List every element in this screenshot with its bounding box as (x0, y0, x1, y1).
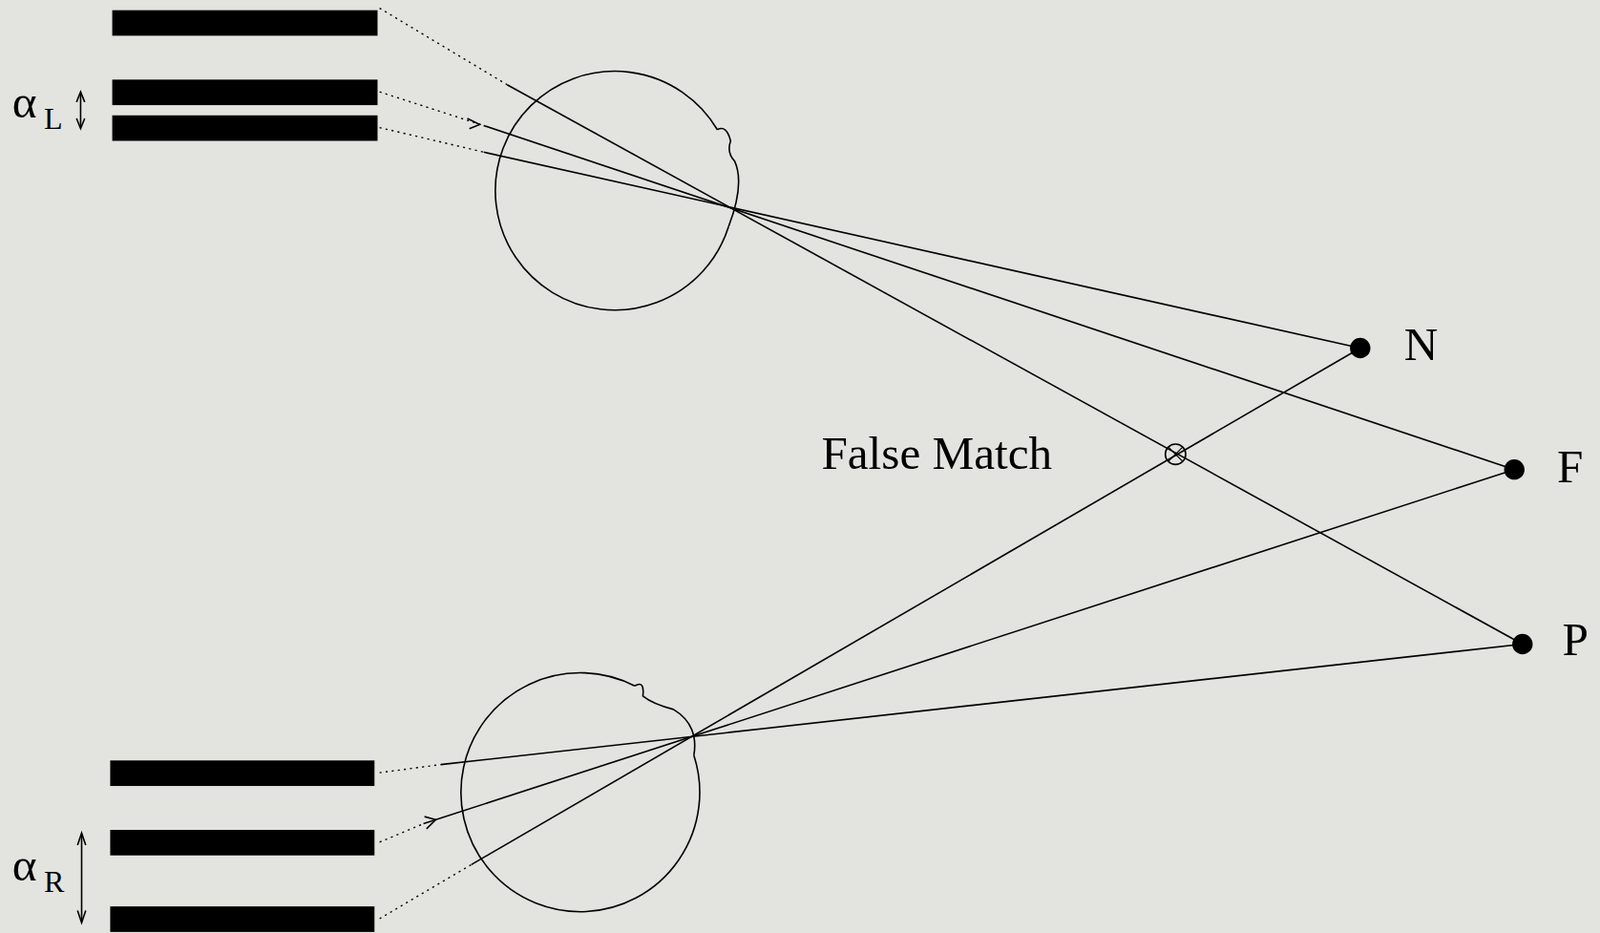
point-label: F (1557, 442, 1583, 490)
false-match-marker (1165, 443, 1186, 464)
left-eyeball (495, 71, 729, 311)
stripe-bars (109, 10, 378, 932)
angle-subscript: R (43, 866, 64, 898)
rays (423, 84, 1523, 865)
stripe-bar (109, 905, 375, 932)
right-eyeball (461, 673, 700, 912)
stripe-bar (112, 79, 379, 106)
point-dot (1504, 459, 1525, 480)
point-dot (1512, 633, 1533, 654)
false-match-marker (1168, 446, 1183, 462)
match-label: False Match (821, 429, 1053, 477)
stripe-bar (109, 759, 375, 786)
angle-subscript: L (43, 103, 64, 134)
angle-arrows (76, 91, 86, 923)
point-label: N (1404, 321, 1439, 369)
angle-symbol: α (12, 842, 38, 889)
tick-mark (467, 118, 481, 129)
stripe-bar (109, 829, 375, 856)
stripe-bar (112, 115, 379, 142)
tick-mark (424, 816, 437, 829)
projection-dotted (379, 8, 508, 919)
angle-symbol: α (12, 78, 38, 126)
point-dot (1349, 337, 1370, 358)
points (1165, 337, 1534, 654)
left-cornea (716, 127, 738, 227)
stripe-bar (112, 10, 379, 37)
point-label: P (1561, 616, 1588, 664)
